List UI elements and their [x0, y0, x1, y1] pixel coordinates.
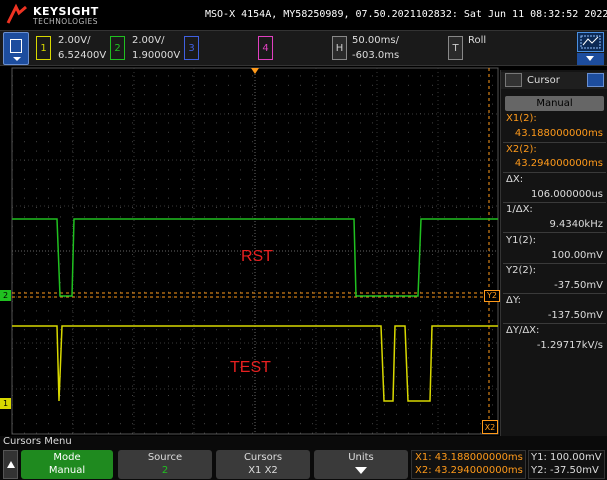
menu-icon [10, 39, 22, 53]
cursor-panel: Cursor Manual X1(2): 43.188000000ms X2(2… [500, 70, 607, 436]
x2-readout: X2: 43.294000000ms [415, 465, 523, 476]
divider [503, 202, 606, 203]
main-menu-button[interactable] [3, 32, 29, 65]
channel-2-scale: 2.00V/ [132, 35, 165, 46]
channel-4-indicator[interactable]: 4 [258, 33, 278, 65]
instrument-info: MSO-X 4154A, MY58250989, 07.50.202110283… [205, 9, 607, 20]
y1-value: 100.00mV [551, 250, 603, 261]
channel-3-indicator[interactable]: 3 [184, 33, 204, 65]
cursor-panel-header: Cursor [501, 72, 607, 89]
channel-1-ground-marker[interactable]: 1 [0, 398, 11, 409]
x-readout-box [411, 450, 526, 479]
channel-2-ground-marker[interactable]: 2 [0, 290, 11, 301]
mode-softkey-value: Manual [48, 465, 86, 476]
dy-label: ΔY: [506, 295, 521, 306]
x1-label: X1(2): [506, 113, 537, 124]
horizontal-scale: 50.00ms/ [352, 35, 399, 46]
inv-dx-label: 1/ΔX: [506, 204, 533, 215]
divider [503, 263, 606, 264]
cursors-softkey[interactable]: Cursors X1 X2 [216, 450, 310, 479]
zoom-icon [580, 35, 601, 49]
rst-signal-label: RST [241, 248, 273, 265]
dx-value: 106.000000us [531, 189, 603, 200]
channel-1-indicator[interactable]: 1 2.00V/ 6.52400V [36, 33, 107, 65]
source-softkey-label: Source [147, 452, 183, 463]
divider [503, 323, 606, 324]
y-readout-box [528, 450, 605, 479]
x1-readout: X1: 43.188000000ms [415, 452, 523, 463]
x1-value: 43.188000000ms [514, 128, 603, 139]
channel-1-number: 1 [36, 36, 51, 60]
trigger-label[interactable]: T [448, 36, 463, 60]
y1-label: Y1(2): [506, 235, 537, 246]
divider [503, 142, 606, 143]
arrow-down-icon [355, 467, 367, 474]
menu-title: Cursors Menu [0, 436, 607, 449]
y2-readout: Y2: -37.50mV [531, 465, 599, 476]
menu-back-button[interactable] [3, 450, 18, 479]
chevron-down-icon [13, 57, 21, 61]
channel-1-offset: 6.52400V [58, 50, 107, 61]
cursor-mode-button[interactable]: Manual [505, 96, 604, 111]
channel-2-offset: 1.90000V [132, 50, 181, 61]
dy-value: -137.50mV [547, 310, 603, 321]
chevron-down-icon [586, 56, 594, 61]
units-softkey-label: Units [348, 452, 374, 463]
cursors-softkey-label: Cursors [243, 452, 283, 463]
divider [503, 293, 606, 294]
inv-dx-value: 9.4340kHz [549, 219, 603, 230]
arrow-up-icon [7, 461, 15, 468]
y1-readout: Y1: 100.00mV [531, 452, 602, 463]
y2-value: -37.50mV [554, 280, 603, 291]
source-softkey-value: 2 [161, 465, 169, 476]
x2-value: 43.294000000ms [514, 158, 603, 169]
cursors-softkey-value: X1 X2 [248, 465, 278, 476]
mode-softkey-label: Mode [53, 452, 81, 463]
waveform-display[interactable]: RST TEST 2 1 Y2 X2 [0, 66, 500, 436]
dydx-value: -1.29717kV/s [536, 340, 603, 351]
units-softkey[interactable]: Units [314, 450, 408, 479]
expand-button[interactable] [577, 53, 604, 65]
channel-2-indicator[interactable]: 2 2.00V/ 1.90000V [110, 33, 181, 65]
horizontal-label[interactable]: H [332, 36, 347, 60]
channel-1-scale: 2.00V/ [58, 35, 91, 46]
waveform-grid [11, 67, 499, 435]
panel-menu-icon[interactable] [587, 73, 604, 87]
horizontal-delay: -603.0ms [352, 50, 400, 61]
brand-name: KEYSIGHT [33, 5, 99, 18]
cursor-panel-title: Cursor [527, 75, 560, 86]
channel-2-number: 2 [110, 36, 125, 60]
channel-bar: 1 2.00V/ 6.52400V 2 2.00V/ 1.90000V 3 4 … [0, 30, 607, 66]
dydx-label: ΔY/ΔX: [506, 325, 540, 336]
divider [503, 232, 606, 233]
x2-label: X2(2): [506, 144, 537, 155]
y2-cursor-marker[interactable]: Y2 [484, 290, 500, 302]
trigger-mode: Roll [468, 35, 487, 46]
channel-3-number: 3 [184, 36, 199, 60]
divider [503, 172, 606, 173]
y2-label: Y2(2): [506, 265, 537, 276]
keysight-logo: KEYSIGHT TECHNOLOGIES [5, 2, 105, 28]
panel-tab-icon[interactable] [505, 73, 522, 87]
channel-4-number: 4 [258, 36, 273, 60]
title-bar: KEYSIGHT TECHNOLOGIES MSO-X 4154A, MY582… [0, 0, 607, 30]
mode-softkey[interactable]: Mode Manual [21, 450, 113, 479]
x2-cursor-marker[interactable]: X2 [482, 420, 498, 434]
test-signal-label: TEST [230, 359, 271, 376]
softkey-bar: Mode Manual Source 2 Cursors X1 X2 Units [0, 449, 607, 480]
zoom-button[interactable] [577, 32, 604, 52]
brand-sub: TECHNOLOGIES [33, 17, 99, 26]
source-softkey[interactable]: Source 2 [118, 450, 212, 479]
dx-label: ΔX: [506, 174, 524, 185]
